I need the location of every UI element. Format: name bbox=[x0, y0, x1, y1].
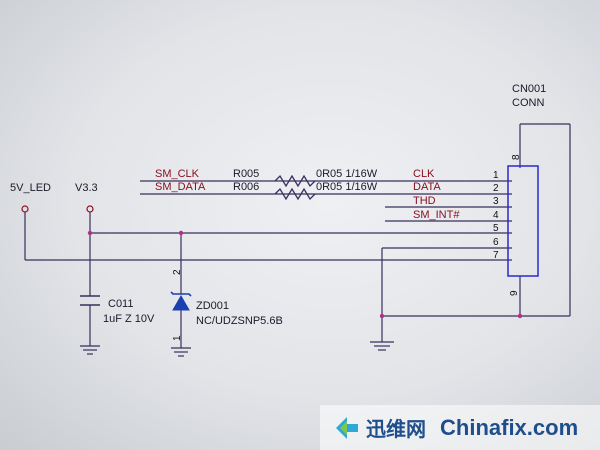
zener-pin-2: 2 bbox=[172, 269, 183, 275]
pin-number-2: 2 bbox=[493, 183, 499, 194]
connector-body bbox=[507, 165, 539, 277]
watermark-cn: 迅维网 bbox=[366, 417, 426, 441]
zener-value: NC/UDZSNP5.6B bbox=[196, 315, 283, 327]
connector-ref: CN001 bbox=[512, 83, 546, 95]
resistor-ref-r005: R005 bbox=[233, 168, 259, 180]
pin-number-7: 7 bbox=[493, 250, 499, 261]
watermark-en: Chinafix.com bbox=[440, 414, 579, 440]
ground-icon bbox=[370, 341, 394, 351]
junction-v33 bbox=[87, 230, 93, 236]
capacitor-value: 1uF Z 10V bbox=[103, 313, 155, 325]
pin-net-thd: THD bbox=[413, 195, 436, 207]
pin-net-data: DATA bbox=[413, 181, 441, 193]
watermark: 迅维网 Chinafix.com bbox=[320, 405, 600, 450]
resistor-r006 bbox=[274, 187, 316, 201]
net-label-sm-clk: SM_CLK bbox=[155, 168, 200, 180]
power-5v-led-terminal bbox=[21, 205, 29, 213]
pin-number-5: 5 bbox=[493, 223, 499, 234]
ground-icon bbox=[171, 347, 191, 357]
resistor-r005 bbox=[274, 174, 316, 188]
resistor-value-r006: 0R05 1/16W bbox=[316, 181, 378, 193]
junction-pin9 bbox=[517, 313, 523, 319]
pin-number-6: 6 bbox=[493, 237, 499, 248]
pin-number-1: 1 bbox=[493, 170, 499, 181]
capacitor-c011 bbox=[80, 295, 100, 306]
zener-diode-zd001 bbox=[170, 291, 192, 311]
pin-number-9: 9 bbox=[509, 290, 520, 296]
junction-ground bbox=[379, 313, 385, 319]
wires bbox=[24, 123, 571, 348]
power-label-5v-led: 5V_LED bbox=[10, 182, 51, 194]
net-label-sm-data: SM_DATA bbox=[155, 181, 206, 193]
pin-number-8: 8 bbox=[511, 154, 522, 160]
ground-symbols bbox=[80, 341, 394, 357]
ground-icon bbox=[80, 345, 100, 355]
power-label-v33: V3.3 bbox=[75, 182, 98, 194]
pin-number-4: 4 bbox=[493, 210, 499, 221]
pin-number-3: 3 bbox=[493, 196, 499, 207]
zener-ref: ZD001 bbox=[196, 300, 229, 312]
connector-type: CONN bbox=[512, 97, 544, 109]
capacitor-ref: C011 bbox=[108, 298, 133, 310]
resistor-ref-r006: R006 bbox=[233, 181, 259, 193]
zener-pin-1: 1 bbox=[172, 335, 183, 341]
junction-zener bbox=[178, 230, 184, 236]
pin-net-sm-int: SM_INT# bbox=[413, 209, 460, 221]
chinafix-logo-icon bbox=[334, 415, 360, 441]
power-v33-terminal bbox=[86, 205, 94, 213]
resistor-value-r005: 0R05 1/16W bbox=[316, 168, 378, 180]
pin-net-clk: CLK bbox=[413, 168, 435, 180]
